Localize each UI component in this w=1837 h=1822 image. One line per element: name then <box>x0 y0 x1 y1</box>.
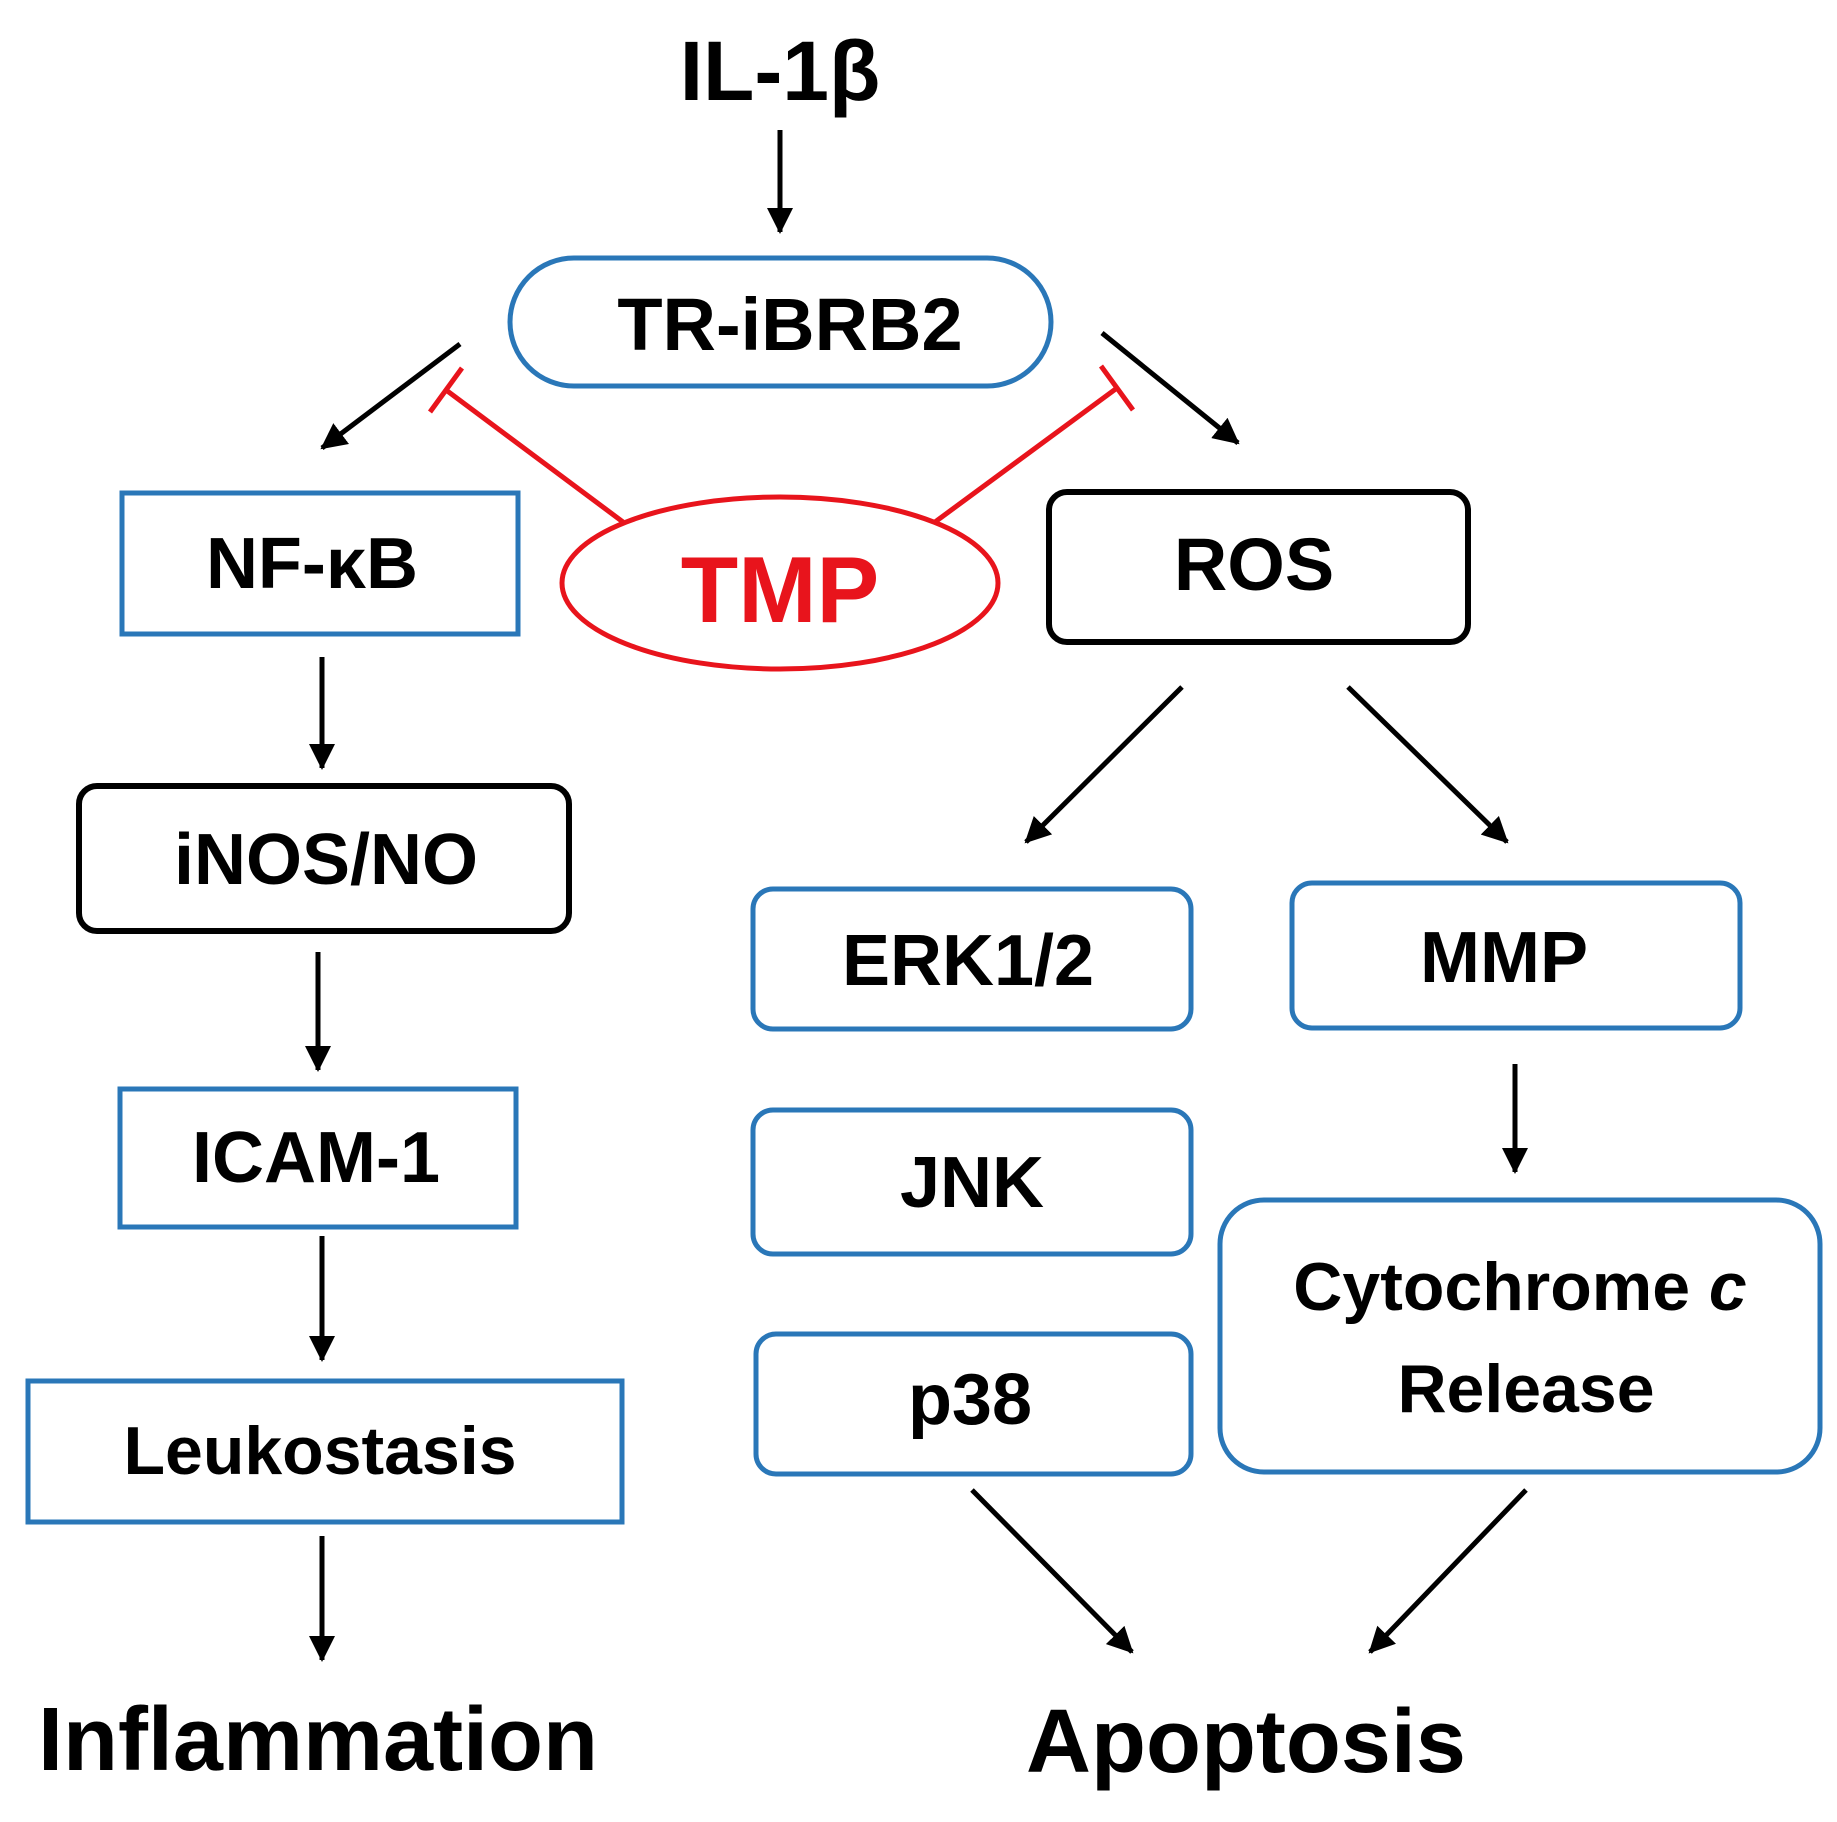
mmp-box <box>1289 880 1743 1031</box>
arrow-tribrb2-to-ros <box>1100 331 1240 445</box>
label-mmp: MMP <box>1420 918 1588 998</box>
node-shapes <box>25 255 1823 1525</box>
label-leuko: Leukostasis <box>123 1413 516 1489</box>
tmp-ellipse <box>559 494 1001 672</box>
label-erk: ERK1/2 <box>842 921 1094 1001</box>
cytc-box <box>1217 1197 1823 1475</box>
ros-box <box>1046 489 1471 645</box>
node-labels: IL-1β TR-iBRB2 TMP NF-κB ROS iNOS/NO ICA… <box>38 24 1747 1792</box>
arrow-ros-to-erk <box>1024 685 1184 844</box>
label-nfkb: NF-κB <box>206 524 418 604</box>
leuko-box <box>25 1378 625 1525</box>
label-il1b: IL-1β <box>680 24 881 118</box>
inhibit-bar-left-icon <box>427 366 465 414</box>
arrow-ros-to-mmp <box>1346 685 1509 844</box>
inhibit-line-right <box>933 385 1119 525</box>
label-inflammation: Inflammation <box>38 1690 598 1790</box>
inhibit-bar-right-icon <box>1098 364 1136 412</box>
nfkb-box <box>119 490 521 637</box>
label-ros: ROS <box>1174 523 1334 606</box>
jnk-box <box>750 1107 1194 1257</box>
tribrb2-pill <box>507 255 1054 389</box>
label-release: Release <box>1397 1351 1654 1427</box>
arrow-cytc-to-apoptosis <box>1368 1488 1528 1654</box>
tmp-inhibition-lines <box>427 364 1136 525</box>
label-cytochrome-c: Cytochrome c <box>1293 1249 1746 1325</box>
label-tmp: TMP <box>681 537 879 642</box>
icam-box <box>117 1086 519 1230</box>
p38-box <box>753 1331 1194 1477</box>
label-icam: ICAM-1 <box>192 1118 440 1198</box>
label-p38: p38 <box>908 1360 1032 1440</box>
inos-box <box>76 783 572 934</box>
erk-box <box>750 886 1194 1032</box>
arrow-tribrb2-to-nfkb <box>320 342 462 450</box>
label-inos: iNOS/NO <box>174 820 478 900</box>
label-tribrb2: TR-iBRB2 <box>617 283 962 366</box>
inhibit-line-left <box>444 387 625 525</box>
label-apoptosis: Apoptosis <box>1026 1692 1466 1792</box>
label-jnk: JNK <box>900 1143 1044 1223</box>
activation-arrows <box>305 130 1528 1662</box>
arrow-p38-to-apoptosis <box>970 1488 1134 1654</box>
